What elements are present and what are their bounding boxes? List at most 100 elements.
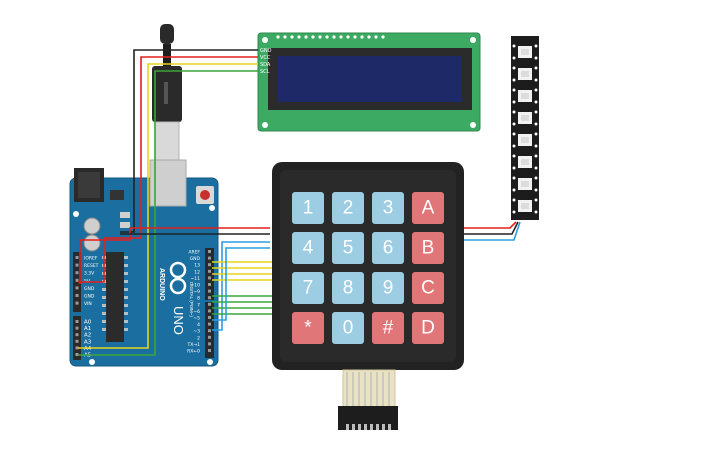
neopixel-led bbox=[512, 110, 538, 126]
digital-pin-label: 8 bbox=[197, 296, 200, 302]
power-header bbox=[73, 252, 81, 312]
lcd-pin-scl: SCL bbox=[260, 69, 270, 75]
keypad-key-star[interactable]: * bbox=[292, 312, 324, 344]
keypad-key-label: C bbox=[421, 278, 435, 299]
board-model-label: UNO bbox=[171, 306, 186, 335]
digital-pin-label: 2 bbox=[197, 335, 200, 341]
keypad-key-hash[interactable]: # bbox=[372, 312, 404, 344]
keypad-key-3[interactable]: 3 bbox=[372, 192, 404, 224]
keypad-key-label: D bbox=[421, 318, 435, 339]
keypad-key-d[interactable]: D bbox=[412, 312, 444, 344]
keypad-key-label: # bbox=[383, 318, 394, 339]
usb-cable[interactable] bbox=[149, 24, 187, 207]
usb-port bbox=[149, 159, 187, 207]
keypad-key-label: 9 bbox=[383, 278, 394, 299]
keypad-key-b[interactable]: B bbox=[412, 232, 444, 264]
digital-pin-label: 7 bbox=[197, 302, 200, 308]
neopixel-led bbox=[512, 88, 538, 104]
keypad-key-c[interactable]: C bbox=[412, 272, 444, 304]
keypad-key-a[interactable]: A bbox=[412, 192, 444, 224]
digital-pin-label: ~6 bbox=[193, 309, 200, 315]
capacitor-2 bbox=[83, 234, 101, 252]
keypad-key-label: * bbox=[304, 318, 312, 339]
neopixel-led bbox=[512, 66, 538, 82]
keypad-key-label: 5 bbox=[343, 238, 354, 259]
digital-pin-label: ~9 bbox=[193, 289, 200, 295]
keypad-key-label: B bbox=[422, 238, 435, 259]
analog-pin-label: A4 bbox=[84, 346, 92, 352]
usb-icon bbox=[164, 82, 168, 104]
neopixel-led bbox=[512, 132, 538, 148]
power-pin-label: GND bbox=[84, 286, 95, 292]
keypad-ribbon bbox=[342, 369, 396, 409]
digital-pin-label: ~11 bbox=[191, 276, 201, 282]
digital-pin-label: 4 bbox=[197, 322, 200, 328]
digital-pin-label: ~3 bbox=[193, 329, 200, 335]
wire-data-blue bbox=[212, 241, 270, 331]
atmega-chip bbox=[106, 252, 124, 342]
keypad-key-label: 7 bbox=[303, 278, 314, 299]
wire-strip-blue bbox=[464, 221, 521, 241]
neopixel-led bbox=[512, 176, 538, 192]
keypad-key-4[interactable]: 4 bbox=[292, 232, 324, 264]
analog-pin-label: A0 bbox=[84, 320, 92, 326]
power-pin-label: RESET bbox=[84, 263, 99, 269]
keypad-key-label: 4 bbox=[303, 238, 314, 259]
lcd-i2c-display[interactable]: GND VCC SDA SCL bbox=[257, 32, 481, 132]
keypad-key-label: 8 bbox=[343, 278, 354, 299]
analog-pin-label: A3 bbox=[84, 339, 92, 345]
keypad-key-label: 1 bbox=[303, 198, 314, 219]
digital-pin-label: ~10 bbox=[191, 283, 201, 289]
digital-pin-label: GND bbox=[190, 256, 201, 262]
digital-pin-label: RX←0 bbox=[187, 349, 200, 355]
keypad-key-8[interactable]: 8 bbox=[332, 272, 364, 304]
digital-pin-label: AREF bbox=[188, 250, 200, 256]
wire-lcd-vcc bbox=[78, 56, 258, 283]
arduino-logo-icon bbox=[169, 261, 187, 295]
digital-header-label: DIGITAL (PWM~) bbox=[189, 282, 194, 317]
neopixel-led bbox=[512, 198, 538, 214]
keypad-key-label: 2 bbox=[343, 198, 354, 219]
keypad-key-0[interactable]: 0 bbox=[332, 312, 364, 344]
analog-header bbox=[73, 316, 81, 360]
power-pin-label: IOREF bbox=[84, 256, 98, 262]
keypad-4x4[interactable]: 1 2 3 A 4 5 6 B 7 8 9 C * 0 # D bbox=[272, 162, 464, 430]
analog-pin-label: A2 bbox=[84, 333, 91, 339]
keypad-key-7[interactable]: 7 bbox=[292, 272, 324, 304]
power-pin-label: VIN bbox=[84, 301, 92, 307]
digital-pin-label: 12 bbox=[194, 269, 200, 275]
wire-data-blue-2 bbox=[212, 247, 270, 321]
wire-lcd-gnd bbox=[120, 49, 258, 233]
keypad-key-9[interactable]: 9 bbox=[372, 272, 404, 304]
keypad-key-label: 3 bbox=[383, 198, 394, 219]
power-pin-label: 3.3V bbox=[84, 271, 95, 277]
lcd-pin-sda: SDA bbox=[260, 62, 271, 68]
digital-pin-label: 13 bbox=[194, 263, 200, 269]
keypad-key-2[interactable]: 2 bbox=[332, 192, 364, 224]
neopixel-led bbox=[512, 44, 538, 60]
keypad-key-1[interactable]: 1 bbox=[292, 192, 324, 224]
neopixel-strip[interactable] bbox=[511, 36, 539, 220]
lcd-pin-gnd: GND bbox=[260, 48, 272, 54]
wire-lcd-scl bbox=[78, 70, 258, 356]
wire-power-red bbox=[79, 227, 270, 284]
digital-pin-label: TX→1 bbox=[187, 342, 201, 348]
keypad-key-label: A bbox=[422, 198, 435, 219]
wires bbox=[78, 49, 521, 356]
lcd-pin-vcc: VCC bbox=[260, 55, 271, 61]
digital-pin-label: ~5 bbox=[193, 316, 200, 322]
keypad-key-5[interactable]: 5 bbox=[332, 232, 364, 264]
analog-pin-label: A1 bbox=[84, 326, 91, 332]
capacitor-1 bbox=[83, 217, 101, 235]
wire-lcd-sda bbox=[78, 63, 258, 349]
wire-strip-black bbox=[464, 221, 519, 235]
digital-header-high bbox=[205, 248, 214, 300]
wire-strip-red bbox=[464, 221, 517, 229]
neopixel-led bbox=[512, 154, 538, 170]
keypad-key-label: 0 bbox=[343, 318, 354, 339]
keypad-key-label: 6 bbox=[383, 238, 394, 259]
keypad-key-6[interactable]: 6 bbox=[372, 232, 404, 264]
arduino-logo-text: ARDUINO bbox=[158, 268, 165, 301]
